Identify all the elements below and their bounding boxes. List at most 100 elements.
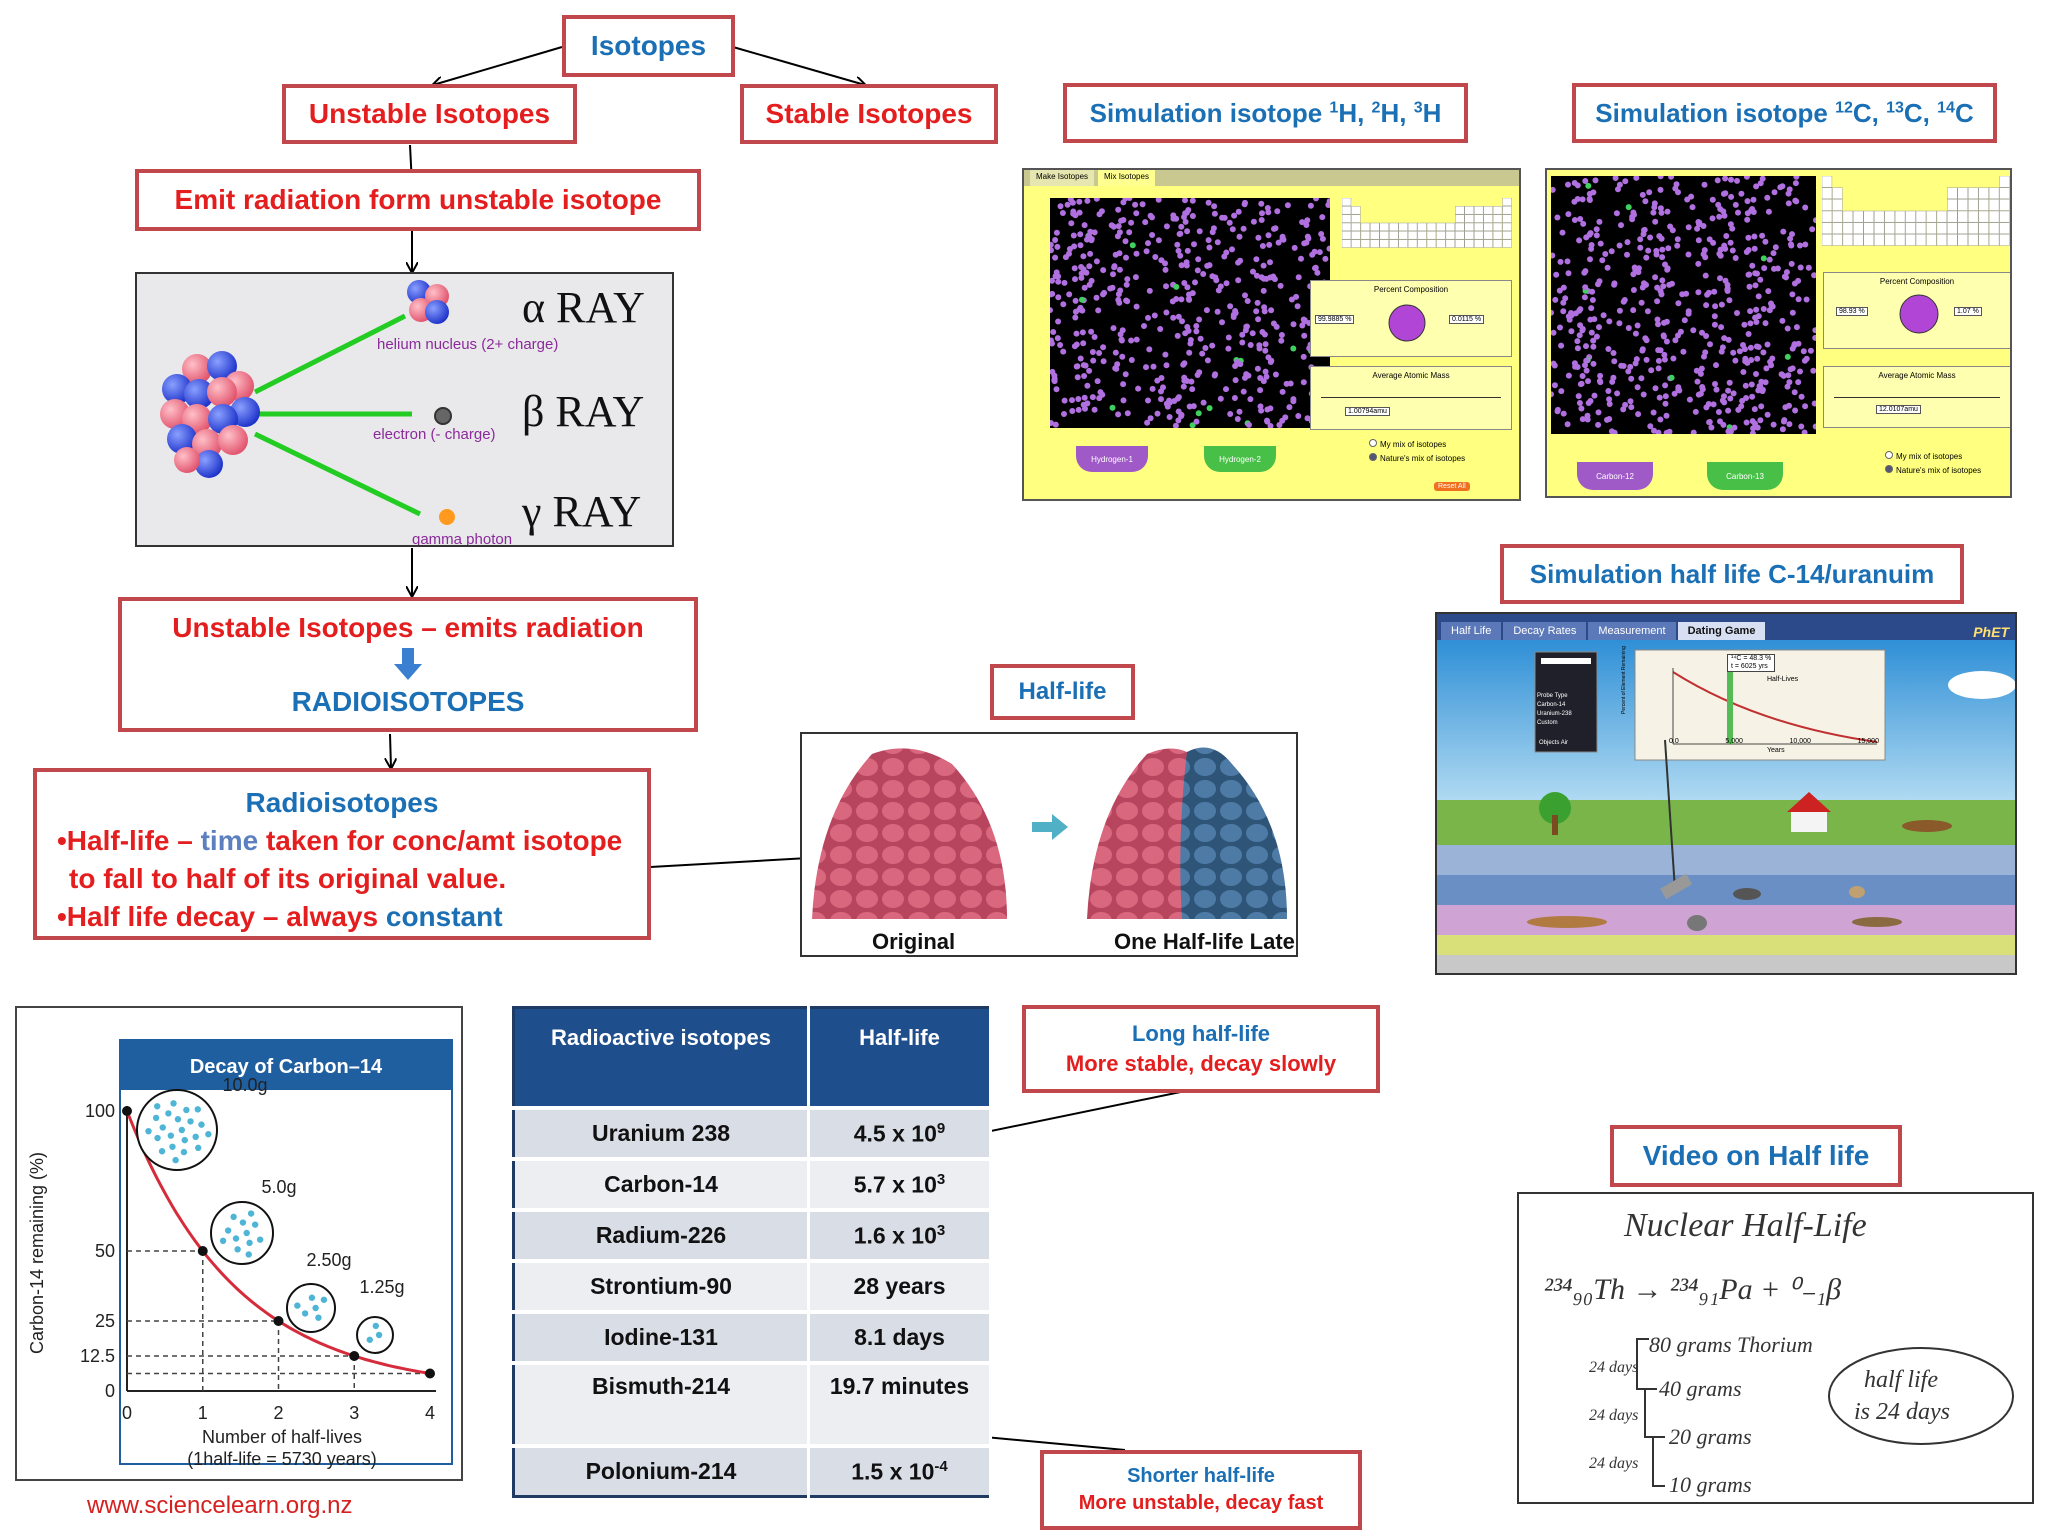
sim-hl-tab-half-life[interactable]: Half Life xyxy=(1441,622,1502,640)
sim-hydrogen-screenshot[interactable]: Make Isotopes Mix Isotopes Percent Compo… xyxy=(1022,168,1521,501)
isotope-mass-number: 13 xyxy=(1886,98,1904,116)
short-half-life-note: Shorter half-life More unstable, decay f… xyxy=(1040,1450,1362,1530)
sim-h-tab-mix[interactable]: Mix Isotopes xyxy=(1098,170,1155,186)
chart-title: Decay of Carbon–14 xyxy=(190,1056,383,1078)
sim-h-radio-group[interactable]: My mix of isotopes Nature's mix of isoto… xyxy=(1369,438,1465,466)
sim-half-life-screenshot[interactable]: Half Life Decay Rates Measurement Dating… xyxy=(1435,612,2017,975)
half-life-cell: 19.7 minutes xyxy=(808,1361,992,1446)
sim-hl-probe-panel[interactable]: Probe Type Carbon-14 Uranium-238 Custom xyxy=(1537,692,1572,728)
probe-carbon[interactable]: Carbon-14 xyxy=(1537,702,1566,708)
y-tick-label: 100 xyxy=(85,1101,115,1121)
atom-dot xyxy=(251,1221,259,1228)
video-whiteboard: Nuclear Half-Life ²³⁴₉₀Th → ²³⁴₉₁Pa + ⁰₋… xyxy=(1544,1207,2014,1497)
sim-h-bucket-2[interactable]: Hydrogen-2 xyxy=(1204,446,1276,472)
video-heading: Nuclear Half-Life xyxy=(1623,1207,1867,1244)
source-link[interactable]: www.sciencelearn.org.nz xyxy=(87,1492,353,1519)
video-grams-3: 20 grams xyxy=(1669,1424,1752,1449)
sim-h-periodic-table xyxy=(1341,197,1512,248)
probe-uranium[interactable]: Uranium-238 xyxy=(1537,711,1572,717)
long-note-text: More stable, decay slowly xyxy=(1065,1051,1337,1076)
sim-hl-objects-air[interactable]: Objects Air xyxy=(1539,740,1568,746)
sim-carbon-title-box[interactable]: Simulation isotope 12C, 13C, 14C xyxy=(1572,83,1997,143)
atom-dot xyxy=(178,1126,186,1134)
def-line1-b: time xyxy=(200,825,259,856)
atom-dot xyxy=(230,1213,237,1221)
original-label: Original xyxy=(872,929,955,954)
sim-h-radio-nature[interactable]: Nature's mix of isotopes xyxy=(1380,454,1466,463)
atom-dot xyxy=(239,1219,247,1226)
def-line1-c: taken for conc/amt isotope xyxy=(258,825,623,856)
isotope-mass-number: 14 xyxy=(1937,98,1955,116)
sim-hl-tab-dating[interactable]: Dating Game xyxy=(1677,622,1766,640)
sim-c-radio-my[interactable]: My mix of isotopes xyxy=(1896,452,1963,461)
sim-hl-tab-measurement[interactable]: Measurement xyxy=(1588,622,1676,640)
sim-c-percent-panel: Percent Composition 98.93 % 1.07 % xyxy=(1823,272,2010,349)
objects-option[interactable]: Objects xyxy=(1539,740,1560,746)
sim-c-bucket-2[interactable]: Carbon-13 xyxy=(1707,462,1783,490)
probe-custom[interactable]: Custom xyxy=(1537,720,1558,726)
isotope-cell: Strontium-90 xyxy=(513,1259,810,1312)
atom-dot xyxy=(167,1132,175,1139)
sim-h-bucket-1[interactable]: Hydrogen-1 xyxy=(1076,446,1148,472)
radiation-diagram: helium nucleus (2+ charge) electron (- c… xyxy=(160,280,645,547)
sample-circle xyxy=(286,1283,336,1333)
sim-hydrogen-title-box[interactable]: Simulation isotope 1H, 2H, 3H xyxy=(1063,83,1468,143)
atom-dot xyxy=(219,1237,227,1245)
sim-h-tab-make[interactable]: Make Isotopes xyxy=(1030,170,1095,186)
sim-carbon-screenshot[interactable]: Percent Composition 98.93 % 1.07 % Avera… xyxy=(1545,168,2012,498)
sim-h-left-value: 99.9885 % xyxy=(1315,315,1355,324)
atom-dot xyxy=(152,1114,160,1122)
half-life-cell: 1.5 x 10-4 xyxy=(808,1444,992,1497)
sim-half-life-title-box[interactable]: Simulation half life C-14/uranuim xyxy=(1500,544,1964,604)
sim-c-percent-title: Percent Composition xyxy=(1879,277,1955,286)
atom-dot xyxy=(245,1251,252,1258)
atom-dot xyxy=(165,1110,172,1117)
video-title-box[interactable]: Video on Half life xyxy=(1610,1125,1902,1187)
sim-c-mass-value: 12.0107amu xyxy=(1876,405,1921,414)
half-life-label: Half-life xyxy=(1018,678,1107,705)
stable-isotopes-box: Stable Isotopes xyxy=(740,84,998,144)
def-line3-a: •Half life decay – always xyxy=(57,901,386,932)
half-life-cell: 4.5 x 109 xyxy=(808,1106,992,1159)
sim-h-reset-button[interactable]: Reset All xyxy=(1434,482,1470,491)
photon-label: gamma photon xyxy=(412,531,512,547)
phet-logo: PhET xyxy=(1973,624,2009,640)
isotopes-label: Isotopes xyxy=(590,30,707,61)
atom-dot xyxy=(198,1121,205,1128)
y-tick-label: 12.5 xyxy=(80,1346,115,1366)
sim-h-radio-my[interactable]: My mix of isotopes xyxy=(1380,440,1447,449)
radioisotopes-box: Unstable Isotopes – emits radiation RADI… xyxy=(118,597,698,732)
def-line1-a: •Half-life – xyxy=(57,825,201,856)
emits-radiation-label: Unstable Isotopes – emits radiation xyxy=(172,611,644,643)
half-life-table: Radioactive isotopes Half-life Uranium 2… xyxy=(512,1006,992,1498)
sim-hl-tab-decay[interactable]: Decay Rates xyxy=(1503,622,1587,640)
air-option[interactable]: Air xyxy=(1560,740,1569,746)
isotope-cell: Radium-226 xyxy=(513,1208,810,1261)
readout-percent: ¹⁴C = 48.3 % xyxy=(1731,655,1772,662)
sim-c-bucket-1[interactable]: Carbon-12 xyxy=(1577,462,1653,490)
atom-dot xyxy=(183,1106,190,1114)
sim-c-pie xyxy=(1899,294,1939,334)
radioisotopes-caps-label: RADIOISOTOPES xyxy=(291,685,525,717)
half-life-cell: 1.6 x 103 xyxy=(808,1208,992,1261)
atom-dot xyxy=(256,1236,264,1243)
atom-dot xyxy=(243,1229,250,1237)
x-axis-label: Number of half-lives xyxy=(202,1427,362,1447)
table-header-half-life: Half-life xyxy=(808,1007,992,1108)
sim-h-right-value: 0.0115 % xyxy=(1449,315,1485,324)
def-line3-b: constant xyxy=(385,901,503,932)
nucleus-icon xyxy=(160,351,260,478)
sim-c-radio-nature[interactable]: Nature's mix of isotopes xyxy=(1896,466,1982,475)
down-arrow-icon xyxy=(394,647,422,680)
sim-c-left-value: 98.93 % xyxy=(1836,307,1868,316)
helium-nucleus-icon xyxy=(407,280,449,324)
video-thumbnail[interactable]: Nuclear Half-Life ²³⁴₉₀Th → ²³⁴₉₁Pa + ⁰₋… xyxy=(1517,1192,2034,1504)
y-tick-label: 0 xyxy=(105,1381,115,1401)
isotope-cell: Carbon-14 xyxy=(513,1157,810,1210)
sim-c-radio-group[interactable]: My mix of isotopes Nature's mix of isoto… xyxy=(1885,450,1981,478)
one-half-life-later-label: One Half-life Later xyxy=(1114,929,1298,954)
